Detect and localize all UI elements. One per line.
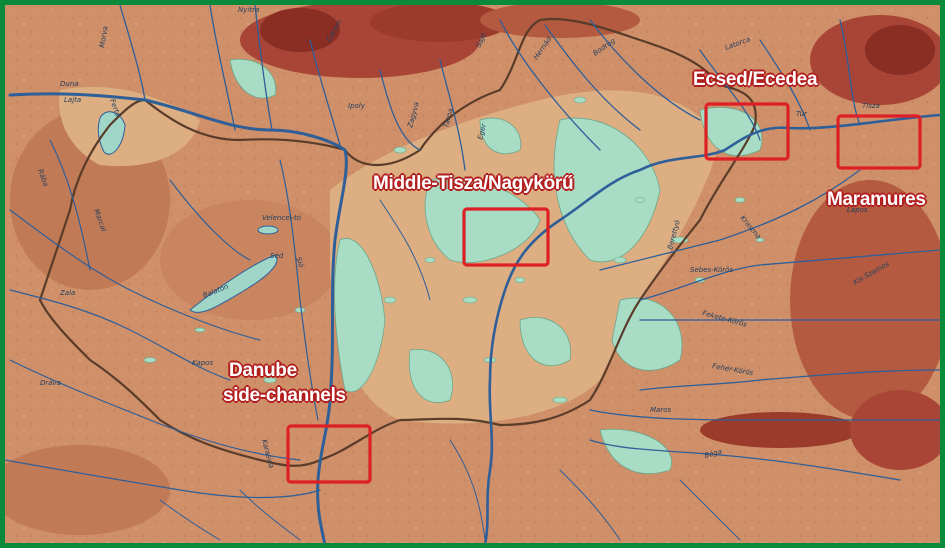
national-border — [38, 18, 757, 467]
label-tur: Túr — [796, 110, 808, 118]
highlight-maramures[interactable] — [836, 114, 922, 170]
highlight-ecsed[interactable] — [704, 102, 790, 161]
site-label-maramures: Maramures — [827, 189, 926, 210]
label-sebes-koros: Sebes-Körös — [690, 266, 733, 274]
label-velencei-to: Velencei-tó — [262, 214, 302, 222]
label-kapos: Kapos — [192, 359, 213, 367]
lakes — [97, 111, 279, 313]
site-label-middle-tisza: Middle-Tisza/Nagykörű — [373, 173, 574, 194]
lake-balaton — [189, 254, 278, 313]
label-sed: Séd — [270, 252, 284, 260]
site-label-danube-line1: Danube — [229, 360, 297, 381]
highlight-middle-tisza[interactable] — [462, 207, 550, 267]
label-maros: Maros — [650, 406, 671, 414]
lake-ferto — [97, 111, 126, 155]
label-lapos: Lápos — [847, 206, 868, 214]
lake-velence — [257, 225, 279, 235]
label-ipoly: Ipoly — [348, 102, 366, 110]
site-label-danube-line2: side-channels — [223, 385, 346, 406]
wetland-areas — [229, 58, 763, 474]
label-morva: Morva — [98, 26, 110, 49]
wetland-dots — [143, 96, 765, 404]
label-drava: Dráva — [40, 379, 61, 387]
label-tisza: Tisza — [862, 102, 880, 110]
label-duna: Duna — [60, 80, 79, 88]
label-sio: Sió — [294, 256, 305, 269]
label-zala: Zala — [59, 289, 75, 297]
hungary-relief-map: Morva Duna Lajta Nyitra Garam Ipoly Zagy… — [5, 5, 940, 543]
label-nyitra: Nyitra — [238, 6, 259, 14]
highlight-boxes — [286, 102, 922, 484]
label-lajta: Lajta — [64, 96, 81, 104]
river-network — [5, 5, 940, 543]
site-label-ecsed: Ecsed/Ecedea — [693, 69, 818, 90]
highlight-danube-side-channels[interactable] — [286, 424, 372, 484]
